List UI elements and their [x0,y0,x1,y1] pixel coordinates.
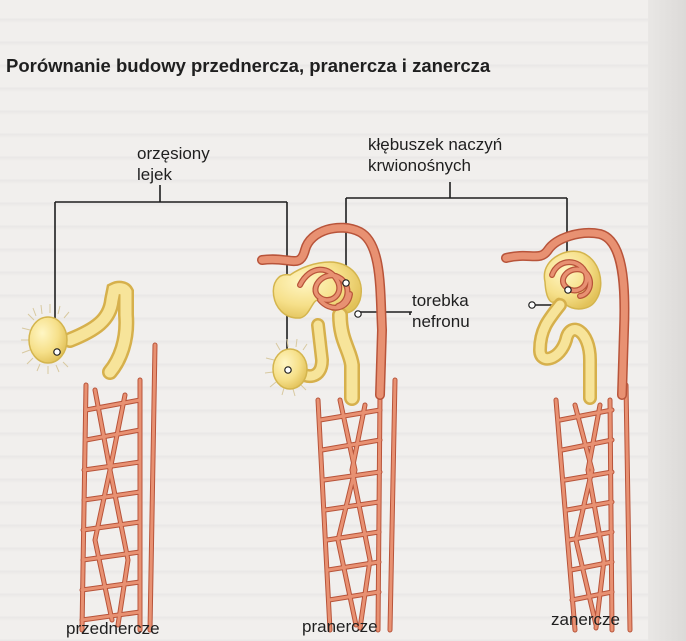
mesonephros-drawing [262,228,395,630]
pronephros-label: przednercze [66,619,160,639]
mesonephros-label: pranercze [302,617,378,637]
pronephros-drawing [21,289,155,630]
metanephros-label: zanercze [551,610,620,630]
funnel-leader [55,185,287,368]
mesonephros-funnel [265,339,307,396]
metanephros-drawing [506,233,630,630]
pronephros-funnel [21,304,69,374]
